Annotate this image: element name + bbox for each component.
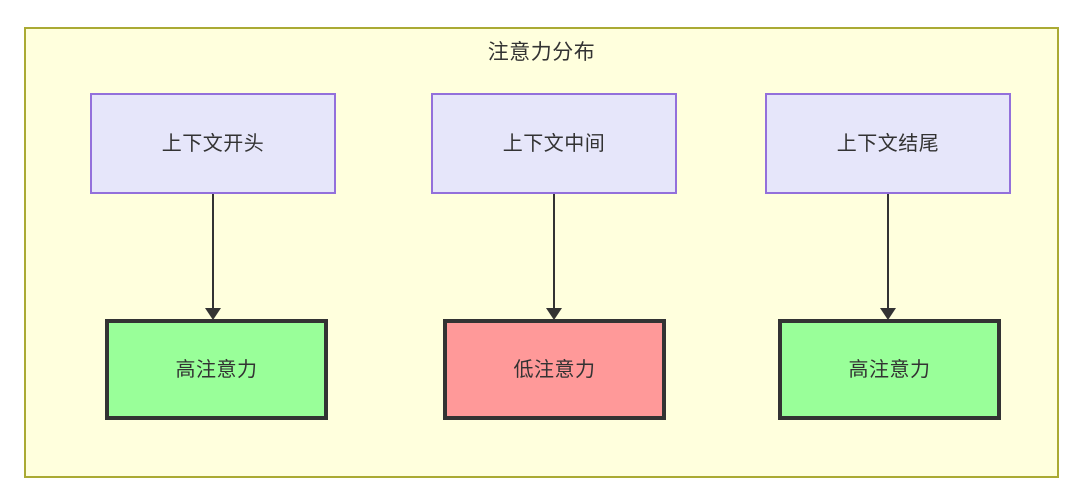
node-attention-end[interactable]: 高注意力	[778, 319, 1001, 420]
edge-context-start-to-attention-start	[205, 194, 221, 320]
node-context-start-label: 上下文开头	[161, 132, 265, 155]
node-context-middle[interactable]: 上下文中间	[431, 93, 677, 194]
node-context-end[interactable]: 上下文结尾	[765, 93, 1011, 194]
subgraph-title: 注意力分布	[487, 41, 596, 64]
node-attention-middle-label: 低注意力	[513, 358, 596, 381]
edge-context-middle-to-attention-middle	[546, 194, 562, 320]
node-context-end-label: 上下文结尾	[836, 132, 940, 155]
node-attention-start[interactable]: 高注意力	[105, 319, 328, 420]
edge-context-end-to-attention-end	[880, 194, 896, 320]
node-context-middle-label: 上下文中间	[502, 132, 606, 155]
subgraph-attention-distribution: 注意力分布 上下文开头 上下文中间 上下文结尾	[24, 27, 1059, 478]
node-context-start[interactable]: 上下文开头	[90, 93, 336, 194]
node-attention-start-label: 高注意力	[175, 358, 258, 381]
node-attention-middle[interactable]: 低注意力	[443, 319, 666, 420]
node-attention-end-label: 高注意力	[848, 358, 931, 381]
